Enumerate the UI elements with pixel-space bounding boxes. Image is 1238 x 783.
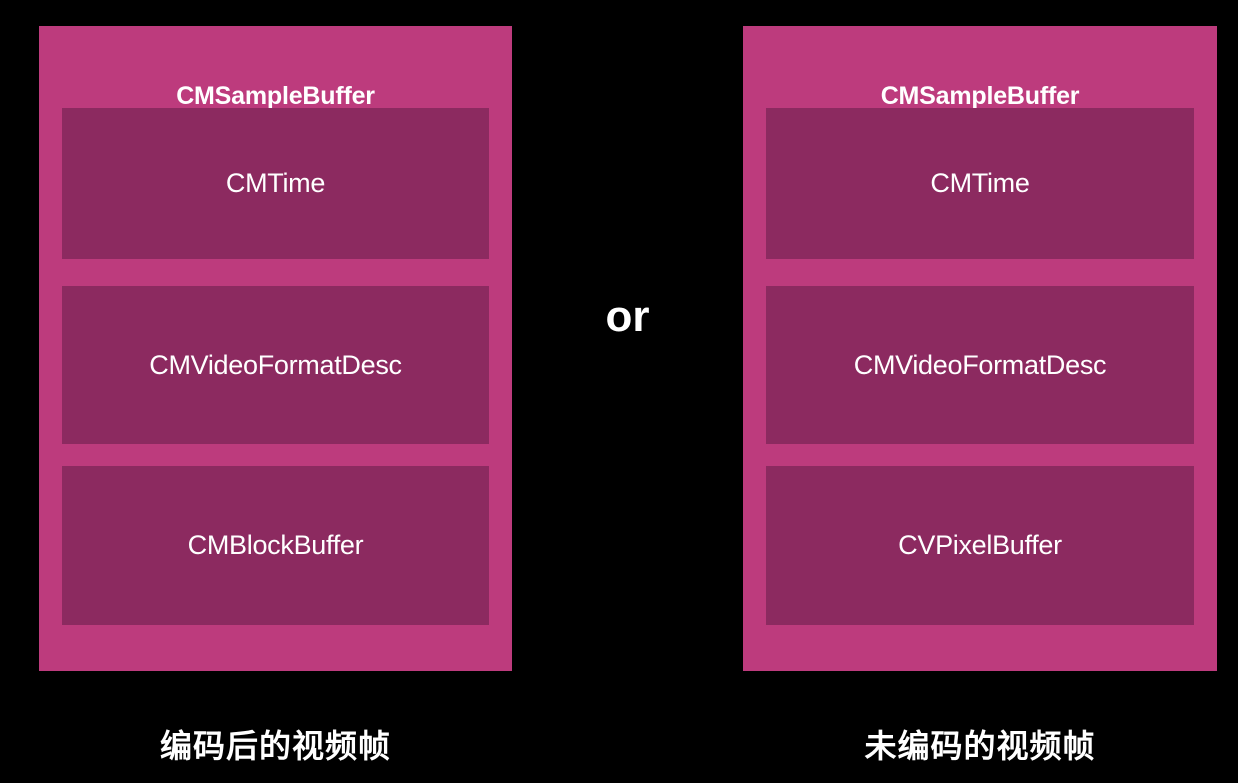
component-label: CMTime <box>930 168 1030 198</box>
component-box-cmvideoformatdesc-raw: CMVideoFormatDesc <box>766 286 1194 444</box>
component-box-cmtime-encoded: CMTime <box>62 108 489 259</box>
component-box-cvpixelbuffer-raw: CVPixelBuffer <box>766 466 1194 625</box>
component-label: CMVideoFormatDesc <box>149 349 402 380</box>
or-separator-label: or <box>605 292 650 341</box>
sample-buffer-panel-raw: CMSampleBuffer CMTime CMVideoFormatDesc … <box>743 26 1217 671</box>
component-box-cmblockbuffer-encoded: CMBlockBuffer <box>62 466 489 625</box>
panel-title-encoded: CMSampleBuffer <box>176 82 375 110</box>
component-box-cmvideoformatdesc-encoded: CMVideoFormatDesc <box>62 286 489 444</box>
sample-buffer-panel-encoded: CMSampleBuffer CMTime CMVideoFormatDesc … <box>39 26 512 671</box>
panel-title-raw: CMSampleBuffer <box>880 82 1080 110</box>
component-label: CMBlockBuffer <box>187 530 364 560</box>
component-label: CMVideoFormatDesc <box>853 349 1107 380</box>
panel-caption-raw: 未编码的视频帧 <box>864 728 1096 764</box>
panel-caption-encoded: 编码后的视频帧 <box>159 728 391 764</box>
component-label: CMTime <box>225 168 326 198</box>
component-label: CVPixelBuffer <box>898 530 1062 560</box>
component-box-cmtime-raw: CMTime <box>766 108 1194 259</box>
